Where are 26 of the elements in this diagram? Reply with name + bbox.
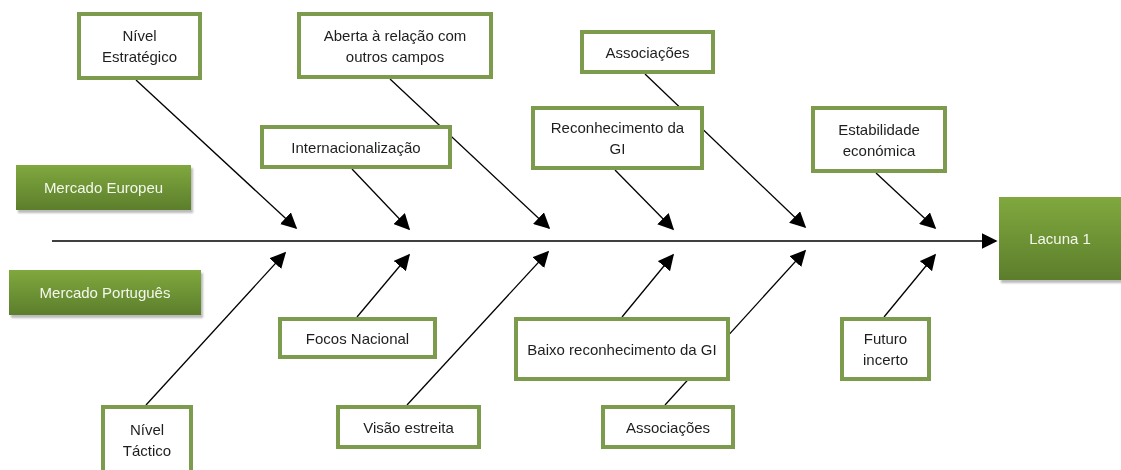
cause-box: Reconhecimento da GI (531, 106, 704, 170)
cause-box: Focos Nacional (278, 317, 437, 359)
cause-box: Baixo reconhecimento da GI (514, 317, 730, 381)
category-box: Mercado Europeu (16, 165, 191, 210)
cause-box: Internacionalização (260, 125, 452, 169)
arrow (145, 251, 287, 406)
cause-box: Visão estreita (336, 405, 481, 449)
cause-box: Nível Estratégico (77, 12, 202, 80)
arrow (621, 253, 674, 318)
cause-box: Estabilidade económica (811, 106, 947, 173)
arrow (406, 250, 550, 406)
arrow (389, 78, 551, 230)
arrow (51, 233, 998, 249)
cause-box: Futuro incerto (840, 317, 931, 381)
arrow (875, 172, 937, 230)
cause-box: Aberta à relação com outros campos (297, 12, 493, 79)
cause-box: Associações (601, 405, 735, 449)
cause-box: Nível Táctico (101, 405, 193, 470)
arrow (135, 79, 298, 230)
category-box: Lacuna 1 (999, 197, 1121, 280)
cause-box: Associações (580, 30, 715, 74)
arrow (351, 168, 411, 231)
arrow (614, 169, 675, 231)
category-box: Mercado Português (9, 270, 201, 315)
arrow (883, 253, 936, 318)
arrow (356, 253, 411, 318)
